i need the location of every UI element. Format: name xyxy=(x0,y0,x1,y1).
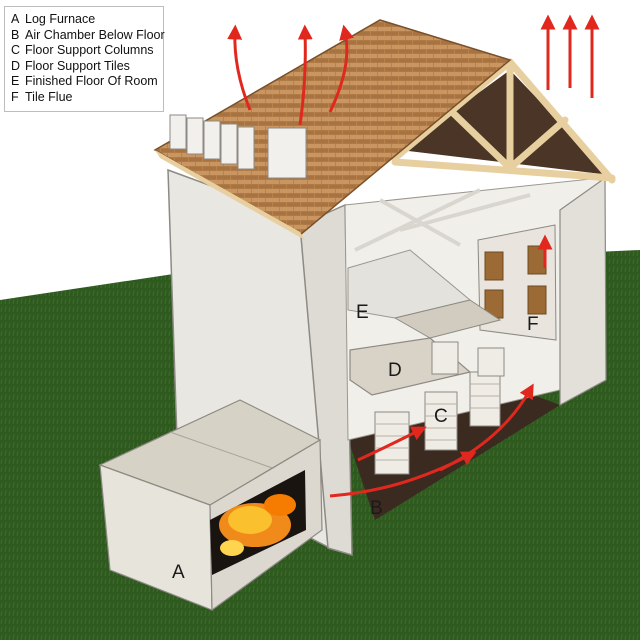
floor-support-tiles-upper xyxy=(393,299,502,339)
roof-fascia xyxy=(155,150,305,240)
legend-item: D Floor Support Tiles xyxy=(11,59,157,75)
legend-item: E Finished Floor Of Room xyxy=(11,74,158,90)
legend-key: C xyxy=(11,43,21,58)
legend-key: E xyxy=(11,74,20,89)
flue-tiles xyxy=(484,245,547,319)
legend-key: F xyxy=(11,89,19,104)
hot-air-flow-arrows xyxy=(227,14,600,498)
legend-text: Floor Support Columns xyxy=(25,43,154,58)
label-b: B xyxy=(370,498,383,519)
interior-bracing xyxy=(354,188,531,252)
legend-text: Floor Support Tiles xyxy=(25,58,130,73)
legend-text: Air Chamber Below Floor xyxy=(25,27,165,42)
roof-flue-vents xyxy=(169,114,307,179)
gable-interior xyxy=(400,70,610,175)
legend-text: Log Furnace xyxy=(25,12,96,26)
right-wall xyxy=(559,176,607,407)
label-f: F xyxy=(527,314,539,335)
legend-key: B xyxy=(11,27,20,42)
column-bricks xyxy=(375,383,500,461)
legend-key: D xyxy=(11,58,21,73)
legend-item: C Floor Support Columns xyxy=(11,43,157,59)
label-c: C xyxy=(434,406,448,427)
roof-truss xyxy=(391,58,616,184)
legend-item: A Log Furnace xyxy=(11,12,157,28)
legend-item: B Air Chamber Below Floor xyxy=(11,27,165,44)
label-e: E xyxy=(356,302,369,323)
legend-text: Tile Flue xyxy=(25,89,73,104)
legend-key: A xyxy=(11,12,20,26)
legend-text: Finished Floor Of Room xyxy=(25,74,158,89)
legend-item: F Tile Flue xyxy=(11,90,157,106)
label-a: A xyxy=(172,562,185,583)
fire-flames xyxy=(219,494,296,556)
label-d: D xyxy=(388,360,402,381)
